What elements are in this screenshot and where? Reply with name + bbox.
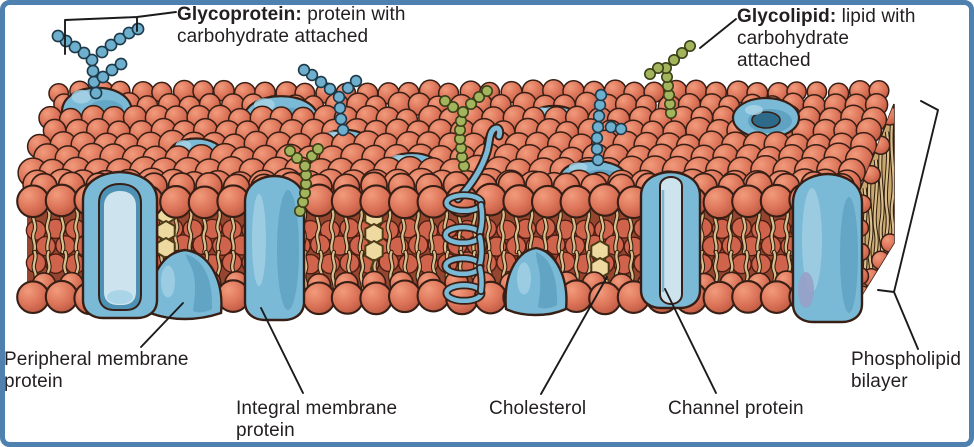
helical-protein: [441, 123, 505, 305]
carbohydrate-chains: [51, 22, 696, 218]
label-glycoprotein: Glycoprotein: protein with carbohydrate …: [177, 4, 429, 48]
membrane-associated-proteins: [148, 246, 568, 321]
integral-protein-leader: [260, 307, 304, 394]
cholesterol-leader: [540, 276, 608, 395]
phospholipid-bilayer-bracket: [877, 100, 939, 350]
label-phospholipid-bilayer: Phospholipid bilayer: [851, 349, 962, 392]
transmembrane-proteins: [81, 170, 864, 324]
inner-leaflet-protein: [504, 246, 568, 317]
label-glycoprotein-term: Glycoprotein:: [177, 4, 302, 25]
label-glycolipid: Glycolipid: lipid with carbohydrate atta…: [737, 6, 927, 72]
glycolipid-carbohydrate-chain: [643, 39, 696, 120]
channel-protein-left: [81, 170, 159, 320]
peripheral-protein-leader: [140, 302, 184, 348]
leader-lines: [64, 11, 939, 395]
label-cholesterol: Cholesterol: [489, 398, 587, 419]
channel-protein: [639, 170, 702, 310]
glycolipid-leader: [699, 18, 737, 49]
carbohydrate-chain-blue: [590, 88, 628, 167]
channel-protein-leader: [664, 288, 717, 394]
carbohydrate-chain-green: [283, 143, 324, 218]
carbohydrate-chain-green: [438, 85, 493, 173]
glycoprotein-bracket: [64, 11, 177, 55]
glycoprotein-carbohydrate-chain: [51, 22, 145, 100]
label-glycolipid-rest: lipid with carbohydrate attached: [737, 6, 916, 71]
integral-membrane-protein: [243, 174, 306, 322]
label-peripheral-membrane-protein: Peripheral membrane protein: [4, 349, 189, 392]
label-glycoprotein-rest: protein with carbohydrate attached: [177, 4, 406, 47]
carbohydrate-chain-blue: [297, 63, 363, 137]
label-channel-protein: Channel protein: [668, 398, 804, 419]
label-integral-membrane-protein: Integral membrane protein: [236, 398, 398, 441]
label-glycolipid-term: Glycolipid:: [737, 6, 837, 27]
transmembrane-protein-right: [791, 172, 864, 324]
channel-protein-top-view: [731, 96, 801, 140]
